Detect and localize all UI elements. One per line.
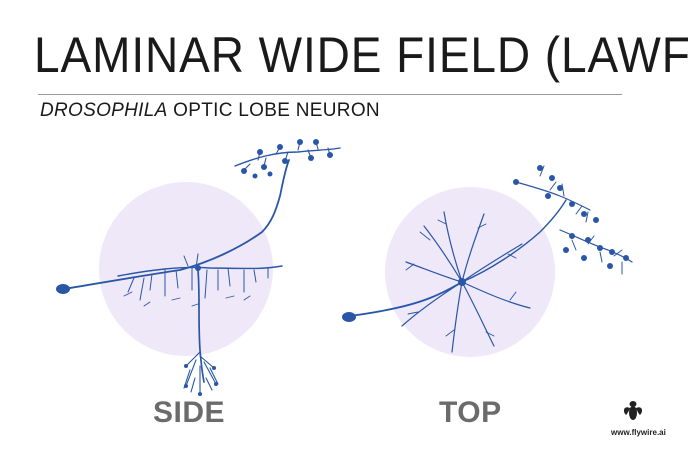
top-view-label: TOP <box>439 396 502 429</box>
top-view-circle <box>385 187 555 357</box>
page-title: LAMINAR WIDE FIELD (LAWF) <box>34 27 690 83</box>
side-view-label: SIDE <box>153 396 226 429</box>
fly-icon <box>623 401 643 420</box>
side-view-neuron <box>63 141 341 395</box>
top-view-boutons <box>342 165 629 322</box>
footer-url: www.flywire.ai <box>611 428 666 437</box>
subtitle-species: DROSOPHILA <box>40 100 168 121</box>
side-view-boutons <box>56 139 333 396</box>
subtitle: DROSOPHILA OPTIC LOBE NEURON <box>40 100 380 122</box>
title-divider <box>38 94 622 95</box>
top-view-neuron <box>349 165 633 353</box>
subtitle-description: OPTIC LOBE NEURON <box>167 100 380 121</box>
